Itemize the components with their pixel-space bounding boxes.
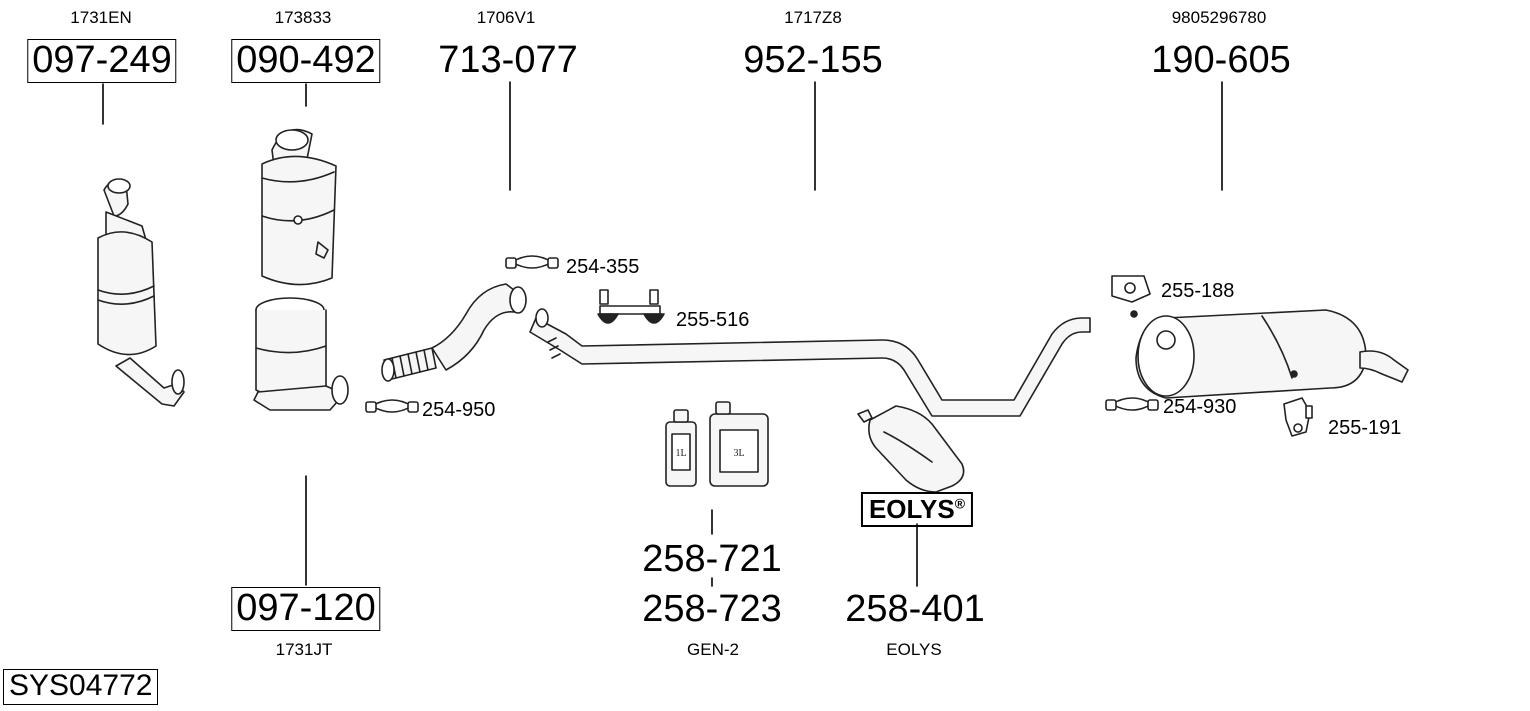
clamp-254-950-drawing: [365, 399, 419, 413]
middle-pipe-952-155-drawing: [529, 308, 1091, 417]
part-number-258-401[interactable]: 258-401: [845, 588, 985, 630]
oem-ref-1706V1: 1706V1: [476, 8, 536, 27]
accessory-255-188[interactable]: 255-188: [1161, 280, 1235, 302]
front-pipe-713-077-drawing: [381, 283, 527, 382]
part-number-258-723[interactable]: 258-723: [642, 588, 782, 630]
oem-ref-1731JT: 1731JT: [275, 640, 333, 659]
container-1l-label: 1L: [675, 448, 686, 459]
part-number-952-155[interactable]: 952-155: [743, 39, 883, 81]
bracket-255-516-drawing: [597, 289, 665, 324]
accessory-254-930[interactable]: 254-930: [1163, 396, 1237, 418]
eolys-logo: EOLYS®: [860, 492, 974, 527]
oem-ref-1731EN: 1731EN: [70, 8, 132, 27]
hanger-255-191-drawing: [1283, 397, 1313, 437]
rear-muffler-190-605-drawing: [1135, 309, 1409, 399]
accessory-255-191[interactable]: 255-191: [1328, 417, 1402, 439]
part-number-713-077[interactable]: 713-077: [438, 39, 578, 81]
oem-ref-GEN-2: GEN-2: [687, 640, 739, 659]
system-id-badge: SYS04772: [3, 669, 159, 705]
eolys-logo-mark: ®: [954, 495, 966, 512]
leader-lines: [102, 81, 1223, 587]
part-number-097-120[interactable]: 097-120: [231, 587, 381, 631]
part-number-097-249[interactable]: 097-249: [27, 39, 177, 83]
accessory-254-950[interactable]: 254-950: [422, 399, 496, 421]
clamp-254-930-drawing: [1105, 397, 1159, 411]
oem-ref-173833: 173833: [274, 8, 332, 27]
eolys-tank-drawing: [857, 405, 965, 493]
oem-ref-9805296780: 9805296780: [1171, 8, 1267, 27]
accessory-254-355[interactable]: 254-355: [566, 256, 640, 278]
container-3l-label: 3L: [733, 448, 744, 459]
part-number-190-605[interactable]: 190-605: [1151, 39, 1291, 81]
fluid-containers-drawing: 1L 3L: [665, 401, 769, 487]
part-number-258-721[interactable]: 258-721: [642, 538, 782, 580]
part-number-090-492[interactable]: 090-492: [231, 39, 381, 83]
oem-ref-1717Z8: 1717Z8: [784, 8, 842, 27]
eolys-logo-text: EOLYS: [868, 494, 955, 524]
hanger-255-188-drawing: [1111, 275, 1151, 318]
dpf-090-492-drawing: [261, 128, 337, 286]
catalyst-097-249-drawing: [97, 178, 185, 407]
accessory-255-516[interactable]: 255-516: [676, 309, 750, 331]
clamp-254-355-drawing: [505, 255, 559, 269]
oem-ref-EOLYS: EOLYS: [886, 640, 942, 659]
dpf-097-120-drawing: [253, 297, 349, 411]
